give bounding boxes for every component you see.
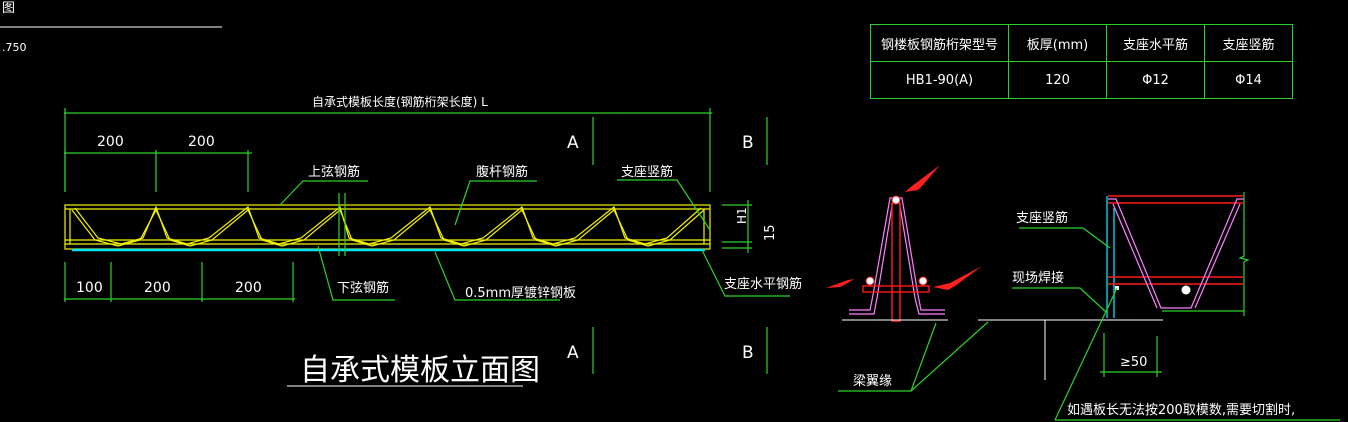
elevation-fragment: .750: [2, 41, 27, 54]
cell-model: HB1-90(A): [870, 61, 1009, 99]
title-fragment: 图: [2, 1, 15, 16]
section-mark-a-bottom: A: [567, 343, 579, 363]
spec-table: 钢楼板钢筋桁架型号 板厚(mm) 支座水平筋 支座竖筋 HB1-90(A) 12…: [870, 24, 1293, 99]
label-support-horizontal: 支座水平钢筋: [724, 276, 802, 292]
label-web: 腹杆钢筋: [476, 164, 528, 180]
h1-label: H1: [735, 207, 749, 224]
label-bottom-chord: 下弦钢筋: [337, 280, 389, 296]
cell-thickness: 120: [1008, 61, 1107, 99]
label-site-weld: 现场焊接: [1012, 270, 1064, 286]
section-mark-b-top: B: [742, 133, 754, 153]
break-line: [338, 193, 346, 256]
label-deck: 0.5mm厚镀锌钢板: [465, 285, 576, 301]
height-15-label: 15: [763, 224, 778, 241]
top-dimensions: [64, 150, 252, 192]
label-support-vertical-detail: 支座竖筋: [1016, 210, 1068, 226]
detail-b-leaders: [1012, 227, 1340, 421]
bottom-dim-2: 200: [144, 280, 171, 296]
label-beam-flange: 梁翼缘: [853, 374, 892, 389]
beam-flange-leaders: [838, 321, 989, 392]
min-bearing-dimension: [1100, 333, 1162, 377]
section-detail-b: [1106, 192, 1250, 318]
cell-support-vertical: Φ14: [1204, 61, 1293, 99]
spec-table-row: HB1-90(A) 120 Φ12 Φ14: [870, 61, 1293, 99]
top-dim-2: 200: [188, 134, 215, 150]
cut-note: 如遇板长无法按200取模数,需要切割时,: [1067, 402, 1295, 418]
steel-truss: [64, 204, 711, 250]
label-top-chord: 上弦钢筋: [308, 164, 360, 180]
min-bearing-label: ≥50: [1120, 355, 1147, 370]
header-thickness: 板厚(mm): [1008, 24, 1107, 62]
label-support-vertical: 支座竖筋: [621, 164, 673, 180]
section-mark-a-top: A: [567, 133, 579, 153]
cell-support-horizontal: Φ12: [1106, 61, 1205, 99]
header-support-vertical: 支座竖筋: [1204, 24, 1293, 62]
length-label: 自承式模板长度(钢筋桁架长度) L: [312, 94, 488, 109]
leader-lines: [279, 179, 790, 301]
elevation-title: 自承式模板立面图: [300, 353, 540, 388]
section-mark-b-bottom: B: [742, 343, 754, 363]
height-dimension: [722, 200, 752, 253]
bottom-dimensions: [64, 262, 295, 302]
length-dimension: [64, 108, 712, 192]
header-model: 钢楼板钢筋桁架型号: [870, 24, 1009, 62]
bottom-dim-1: 100: [76, 280, 103, 296]
section-detail-a: [826, 165, 982, 322]
header-support-horizontal: 支座水平筋: [1106, 24, 1205, 62]
spec-table-header: 钢楼板钢筋桁架型号 板厚(mm) 支座水平筋 支座竖筋: [870, 24, 1293, 62]
top-dim-1: 200: [97, 134, 124, 150]
bottom-dim-3: 200: [235, 280, 262, 296]
